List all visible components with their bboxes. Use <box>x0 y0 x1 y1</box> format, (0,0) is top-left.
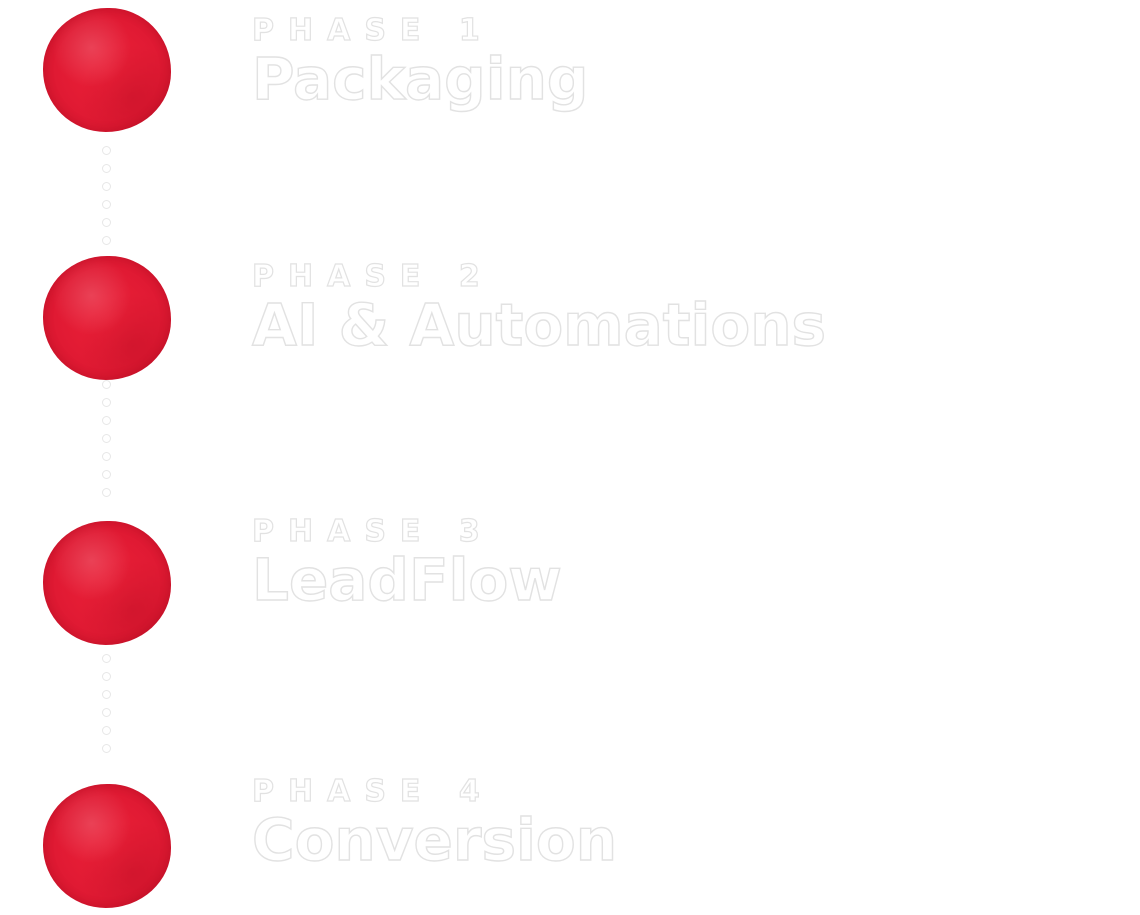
phase-title: AI & Automations <box>251 291 827 359</box>
phase-title: Conversion <box>251 806 617 874</box>
phase-title: Packaging <box>251 45 589 113</box>
phase-label: PHASE 4 <box>251 774 494 809</box>
phase-1-marker <box>43 8 171 132</box>
phase-2-marker <box>43 256 171 380</box>
phase-4-block: PHASE 4 Conversion <box>251 774 617 874</box>
timeline-connector <box>99 146 113 245</box>
phase-3-marker <box>43 521 171 645</box>
phase-2-block: PHASE 2 AI & Automations <box>251 259 827 359</box>
phase-3-block: PHASE 3 LeadFlow <box>251 514 562 614</box>
phase-label: PHASE 1 <box>251 13 494 48</box>
phase-title: LeadFlow <box>251 546 562 614</box>
phase-label: PHASE 3 <box>251 514 494 549</box>
timeline-connector <box>99 654 113 753</box>
phase-1-block: PHASE 1 Packaging <box>251 13 589 113</box>
timeline-connector <box>99 380 113 497</box>
phase-label: PHASE 2 <box>251 259 494 294</box>
phase-4-marker <box>43 784 171 908</box>
